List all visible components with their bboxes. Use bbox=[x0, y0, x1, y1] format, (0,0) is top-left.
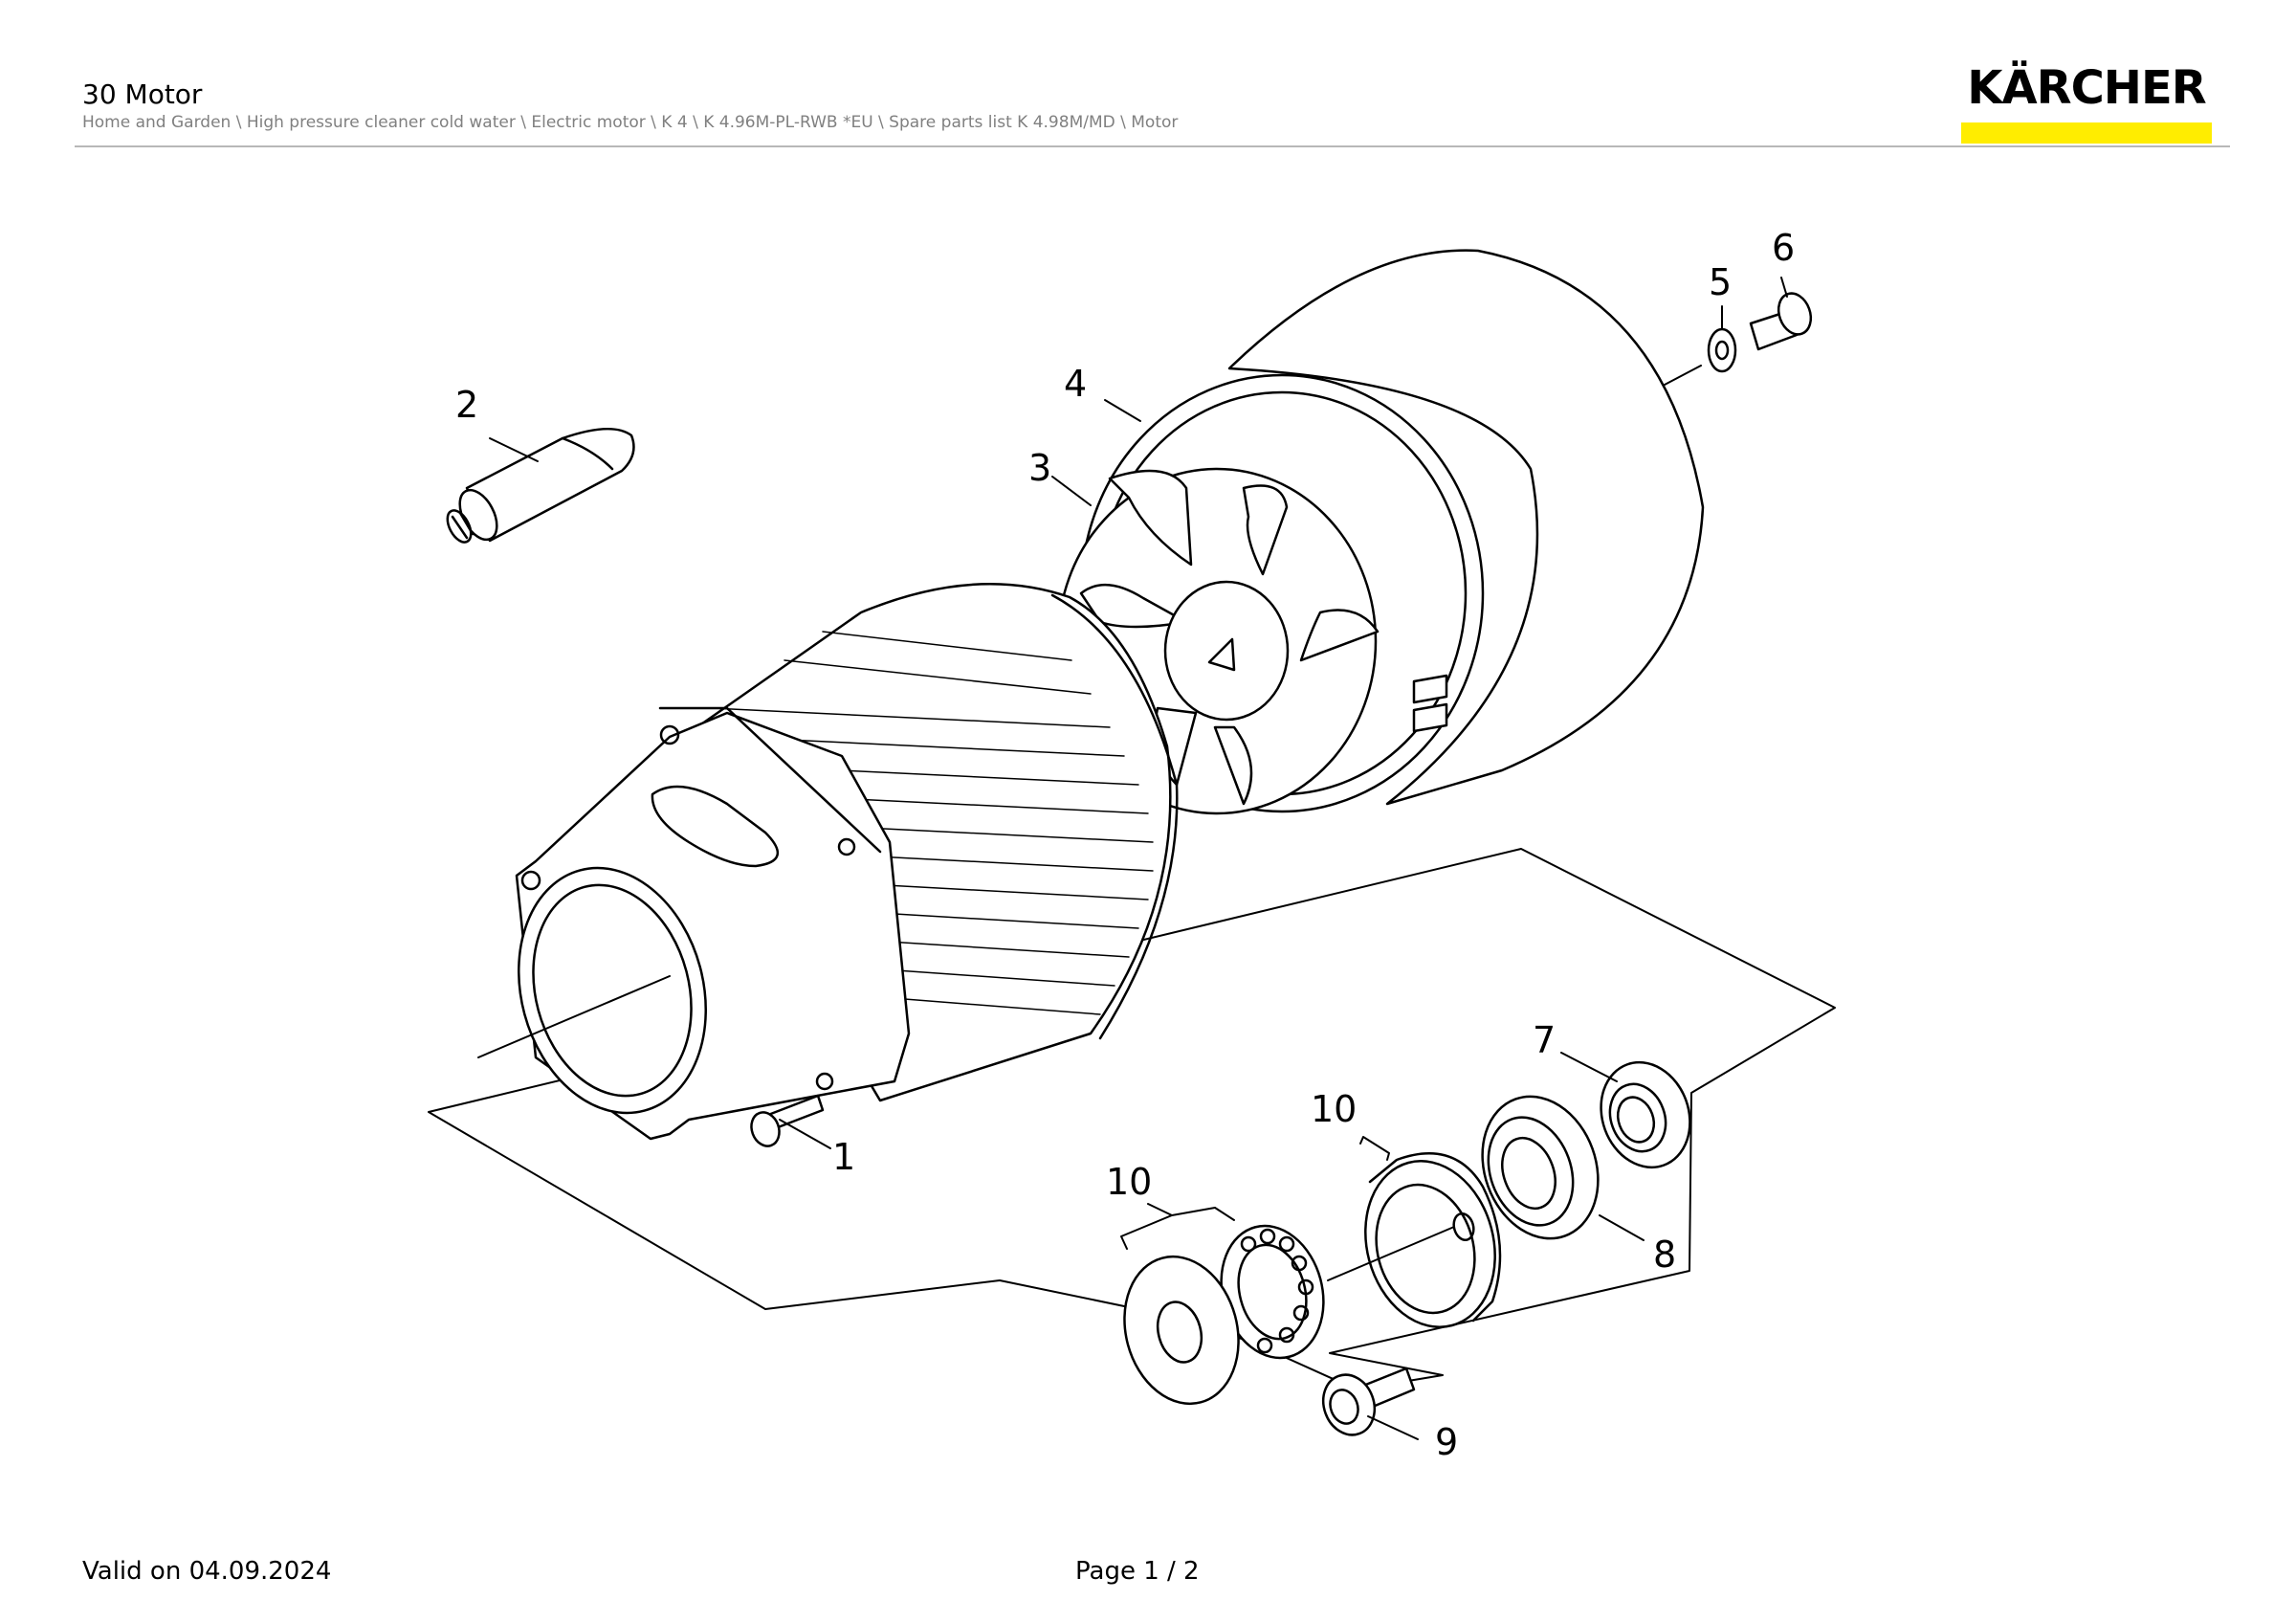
seal-ring-part bbox=[1560, 1052, 1691, 1169]
header-divider bbox=[75, 145, 2230, 147]
bearing-shield-part bbox=[1327, 1136, 1502, 1328]
breadcrumb: Home and Garden \ High pressure cleaner … bbox=[82, 113, 1179, 132]
callout-3: 3 bbox=[1028, 447, 1051, 489]
valid-date: Valid on 04.09.2024 bbox=[82, 1557, 332, 1586]
page-number: Page 1 / 2 bbox=[1075, 1557, 1200, 1586]
callout-1: 1 bbox=[832, 1136, 855, 1178]
callout-10-left: 10 bbox=[1106, 1161, 1152, 1203]
washer-part bbox=[1664, 305, 1737, 386]
callout-10-right: 10 bbox=[1311, 1088, 1357, 1130]
thrust-bearing-part bbox=[1120, 1203, 1325, 1406]
brand-logo-bar bbox=[1961, 122, 2212, 144]
callout-9: 9 bbox=[1435, 1421, 1458, 1463]
motor-stator-part bbox=[477, 583, 1179, 1149]
callout-2: 2 bbox=[455, 384, 478, 426]
callout-8: 8 bbox=[1653, 1234, 1676, 1276]
callout-6: 6 bbox=[1772, 227, 1795, 269]
screw-part bbox=[1749, 277, 1813, 351]
ball-bearing-part bbox=[1481, 1095, 1645, 1241]
callout-4: 4 bbox=[1064, 363, 1087, 405]
callout-7: 7 bbox=[1533, 1019, 1556, 1061]
brand-logo-text: KÄRCHER bbox=[1967, 61, 2206, 115]
brand-logo: KÄRCHER bbox=[1961, 65, 2212, 144]
flange-screw-part bbox=[1321, 1367, 1419, 1440]
grease-tube-part bbox=[446, 427, 635, 544]
base-plane-outline bbox=[428, 848, 1836, 1390]
page-title: 30 Motor bbox=[82, 78, 203, 110]
callout-5: 5 bbox=[1709, 261, 1732, 303]
